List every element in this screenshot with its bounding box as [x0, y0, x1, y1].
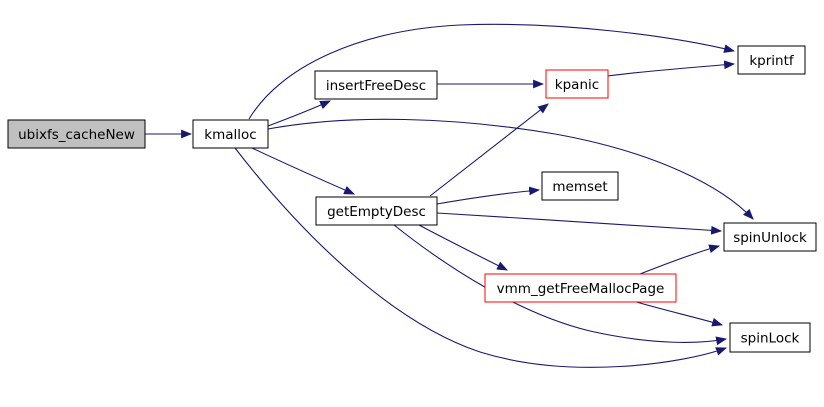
node-vmm_getFreeMallocPage[interactable]: vmm_getFreeMallocPage [484, 273, 677, 303]
edge-getEmptyDesc-to-vmm_getFreeMallocPage [418, 224, 508, 271]
node-label-kmalloc: kmalloc [204, 127, 256, 143]
edge-kmalloc-to-insertFreeDesc [267, 100, 332, 127]
node-insertFreeDesc[interactable]: insertFreeDesc [314, 70, 438, 100]
node-label-ubixfs_cacheNew: ubixfs_cacheNew [18, 127, 135, 143]
edge-kmalloc-to-spinUnlock [267, 118, 754, 220]
node-kmalloc[interactable]: kmalloc [192, 119, 269, 149]
node-ubixfs_cacheNew: ubixfs_cacheNew [7, 119, 146, 149]
node-box-spinUnlock[interactable] [723, 222, 817, 252]
edge-vmm_getFreeMallocPage-to-spinUnlock [639, 244, 721, 275]
edge-getEmptyDesc-to-spinLock [393, 224, 728, 346]
node-box-insertFreeDesc[interactable] [314, 70, 438, 100]
node-box-kmalloc[interactable] [192, 119, 269, 149]
edge-kmalloc-to-kprintf [248, 23, 736, 120]
node-label-spinUnlock: spinUnlock [733, 230, 807, 246]
node-label-memset: memset [552, 179, 607, 195]
node-label-spinLock: spinLock [741, 331, 800, 347]
node-label-kpanic: kpanic [555, 77, 599, 93]
edge-vmm_getFreeMallocPage-to-spinLock [632, 300, 724, 327]
node-box-memset[interactable] [541, 171, 619, 201]
node-box-kpanic[interactable] [545, 69, 609, 99]
node-box-kprintf[interactable] [737, 45, 806, 75]
edge-kmalloc-to-spinLock [234, 147, 728, 368]
node-label-getEmptyDesc: getEmptyDesc [327, 204, 426, 220]
node-kpanic[interactable]: kpanic [545, 69, 609, 99]
node-spinLock[interactable]: spinLock [729, 322, 811, 353]
edge-getEmptyDesc-to-memset [436, 186, 541, 205]
node-label-insertFreeDesc: insertFreeDesc [326, 78, 426, 94]
node-box-getEmptyDesc[interactable] [315, 196, 438, 226]
node-label-kprintf: kprintf [749, 53, 795, 69]
node-label-vmm_getFreeMallocPage: vmm_getFreeMallocPage [497, 281, 665, 297]
node-getEmptyDesc[interactable]: getEmptyDesc [315, 196, 438, 226]
node-box-spinLock[interactable] [729, 322, 811, 353]
node-box-ubixfs_cacheNew [7, 119, 146, 149]
edge-getEmptyDesc-to-kpanic [429, 103, 549, 197]
node-box-vmm_getFreeMallocPage[interactable] [484, 273, 677, 303]
node-memset[interactable]: memset [541, 171, 619, 201]
node-kprintf[interactable]: kprintf [737, 45, 806, 75]
edge-kmalloc-to-getEmptyDesc [251, 147, 356, 195]
node-spinUnlock[interactable]: spinUnlock [723, 222, 817, 252]
edge-kpanic-to-kprintf [607, 60, 736, 77]
edge-getEmptyDesc-to-spinUnlock [436, 212, 723, 235]
